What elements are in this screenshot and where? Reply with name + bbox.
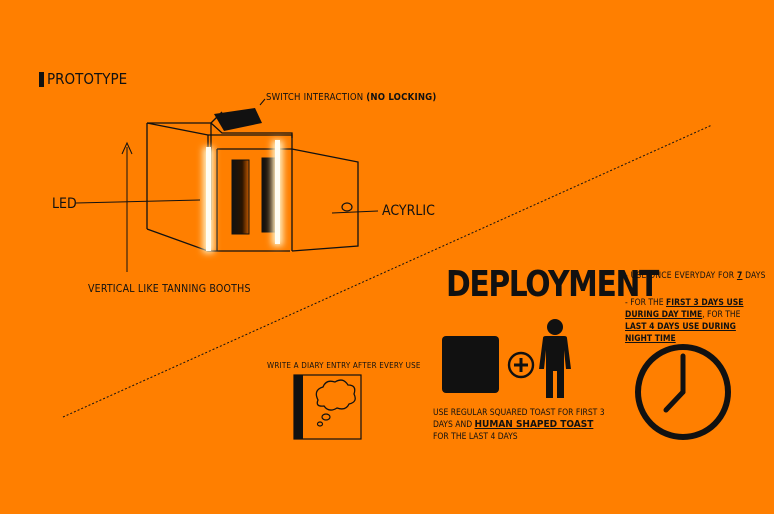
prototype-title: PROTOTYPE — [47, 70, 128, 88]
vertical-arrow — [121, 141, 133, 272]
led-label: LED — [52, 196, 77, 212]
led-strip-left — [203, 147, 214, 253]
toaster-box-icon — [146, 111, 359, 252]
square-toast-icon — [442, 336, 499, 393]
diary-thought-bubble-icon — [293, 374, 362, 440]
diary-label: WRITE A DIARY ENTRY AFTER EVERY USE — [267, 361, 421, 370]
deployment-note-2: - FOR THE FIRST 3 DAYS USE DURING DAY TI… — [625, 298, 744, 344]
deployment-title: DEPLOYMENT — [446, 264, 659, 305]
door-handle — [341, 202, 353, 212]
toast-instruction: USE REGULAR SQUARED TOAST FOR FIRST 3 DA… — [433, 408, 605, 442]
switch-label: SWITCH INTERACTION (NO LOCKING) — [266, 92, 437, 103]
acrylic-label: ACYRLIC — [382, 203, 435, 219]
prototype-marker — [39, 72, 44, 87]
deployment-note-1: - USE ONCE EVERYDAY FOR 7 DAYS — [625, 271, 766, 281]
led-strip-right — [272, 140, 283, 246]
plus-icon — [507, 351, 535, 379]
toast-slot-left — [231, 159, 250, 235]
diagonal-divider — [62, 124, 713, 418]
vertical-label: VERTICAL LIKE TANNING BOOTHS — [88, 283, 251, 295]
human-figure-icon — [539, 319, 571, 398]
clock-icon — [635, 344, 731, 440]
switch-icon — [214, 108, 262, 131]
